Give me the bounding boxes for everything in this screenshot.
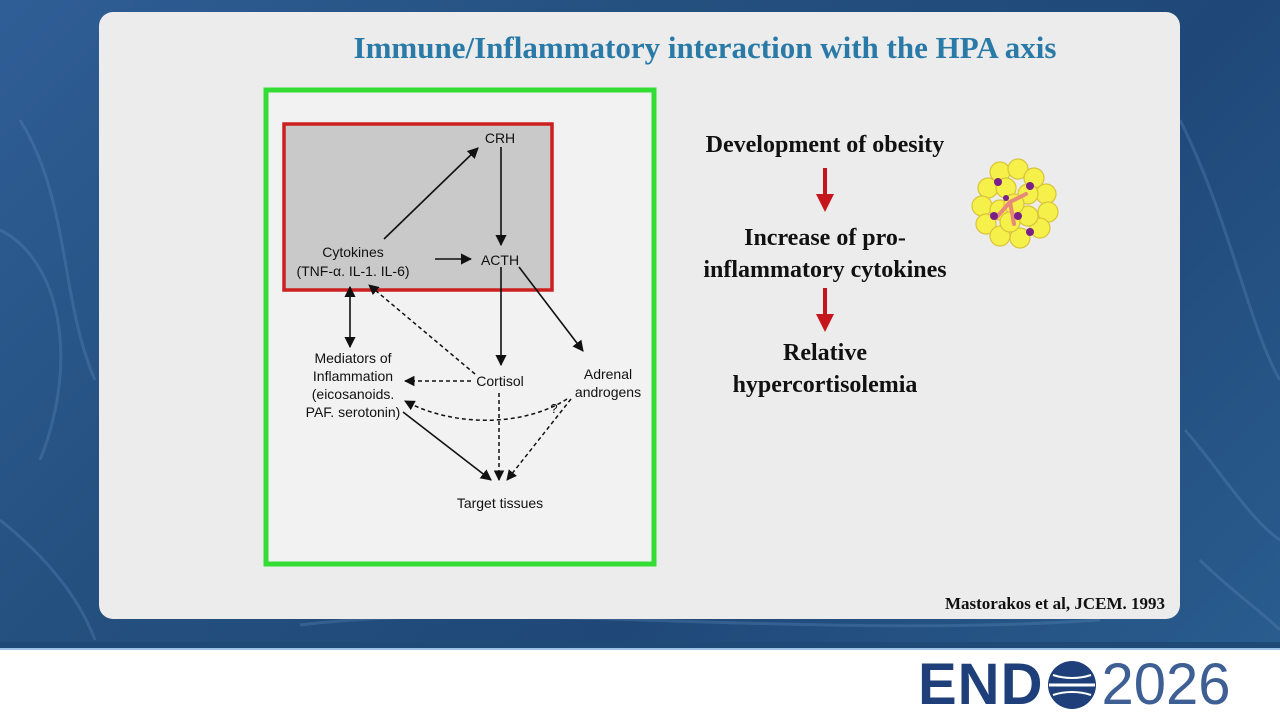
node-target-tissues: Target tissues (457, 495, 543, 511)
slide-title: Immune/Inflammatory interaction with the… (353, 30, 1057, 65)
flow-step-cortisol-line2: hypercortisolemia (732, 372, 918, 398)
arrow-acth-adrenal (518, 266, 584, 352)
flow-step-cortisol-line1: Relative (783, 340, 867, 366)
logo-text: END (918, 652, 1044, 717)
hpa-diagram: CRH ACTH Cytokines (TNF-α. IL-1. IL-6) M… (263, 87, 657, 567)
node-mediators-1: Mediators of (314, 350, 391, 366)
flow-arrow-1 (816, 168, 834, 212)
arrow-adrenal-target (506, 398, 572, 481)
arrow-adrenal-mediators (404, 398, 568, 421)
node-mediators-2: Inflammation (313, 368, 393, 384)
globe-icon (1048, 661, 1097, 709)
hpa-highlight-box (282, 122, 554, 292)
node-adrenal-1: Adrenal (584, 366, 632, 382)
arrow-cytokines-crh (383, 147, 479, 240)
node-adrenal-2: androgens (575, 384, 641, 400)
node-cortisol: Cortisol (476, 373, 523, 389)
arrow-mediators-target (402, 411, 492, 481)
flow-arrow-2 (816, 288, 834, 332)
adipose-tissue-illustration (971, 158, 1059, 249)
arrow-cortisol-cytokines (368, 284, 476, 375)
node-crh: CRH (485, 130, 515, 146)
node-mediators-3: (eicosanoids. (312, 386, 395, 402)
footer-divider-accent (0, 648, 1280, 650)
footer-divider (0, 642, 1280, 648)
node-acth: ACTH (481, 252, 519, 268)
flow-step-cytokines-line1: Increase of pro- (744, 225, 906, 251)
logo-year: 2026 (1101, 652, 1231, 717)
citation: Mastorakos et al, JCEM. 1993 (944, 594, 1165, 613)
flow-step-obesity: Development of obesity (705, 132, 945, 158)
node-question: ? (550, 401, 557, 416)
flow-step-cytokines-line2: inflammatory cytokines (703, 257, 947, 283)
node-cytokines: Cytokines (322, 244, 383, 260)
node-mediators-4: PAF. serotonin) (306, 404, 401, 420)
conference-logo: END 2026 (918, 656, 1231, 714)
node-cytokines-sub: (TNF-α. IL-1. IL-6) (296, 263, 409, 279)
